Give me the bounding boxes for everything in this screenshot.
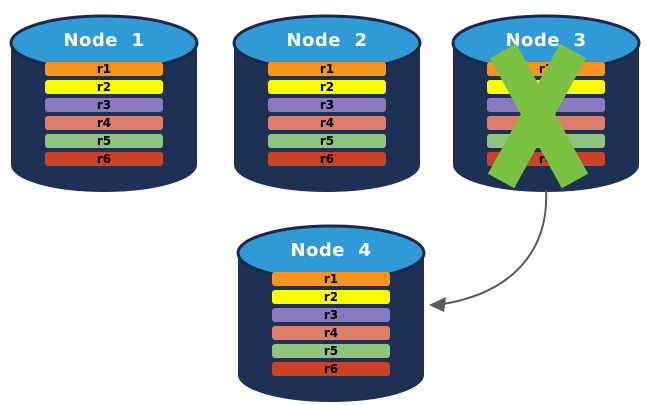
replica-row-list: r1 r2 r3 r4 r5 r6 — [272, 272, 390, 376]
node-title: Node 4 — [290, 240, 372, 261]
arrow-curve — [442, 189, 548, 305]
replica-row: r6 — [45, 152, 163, 166]
arrow-head-icon — [429, 297, 446, 312]
replica-row-list: r1 r2 r3 r4 r5 r6 — [45, 62, 163, 166]
replica-row: r1 — [268, 62, 386, 76]
replica-row-list: r1 r2 r3 r4 r5 r6 — [268, 62, 386, 166]
node-title: Node 1 — [63, 30, 145, 51]
replica-row: r6 — [268, 152, 386, 166]
replica-row: r3 — [45, 98, 163, 112]
db-node-4: Node 4 r1 r2 r3 r4 r5 r6 — [236, 217, 426, 405]
replica-row: r6 — [272, 362, 390, 376]
replica-row: r4 — [45, 116, 163, 130]
replica-row: r4 — [268, 116, 386, 130]
replica-row: r1 — [45, 62, 163, 76]
replica-row: r5 — [272, 344, 390, 358]
db-node-2: Node 2 r1 r2 r3 r4 r5 r6 — [232, 7, 422, 195]
replica-row: r3 — [268, 98, 386, 112]
replica-row: r1 — [272, 272, 390, 286]
replica-row: r4 — [272, 326, 390, 340]
replica-row: r5 — [268, 134, 386, 148]
node-title: Node 3 — [505, 30, 587, 51]
replica-row: r2 — [272, 290, 390, 304]
replica-row: r2 — [268, 80, 386, 94]
failure-x-icon — [487, 43, 589, 189]
replica-row: r2 — [45, 80, 163, 94]
replica-row: r3 — [272, 308, 390, 322]
replica-row: r5 — [45, 134, 163, 148]
db-node-1: Node 1 r1 r2 r3 r4 r5 r6 — [9, 7, 199, 195]
node-title: Node 2 — [286, 30, 368, 51]
